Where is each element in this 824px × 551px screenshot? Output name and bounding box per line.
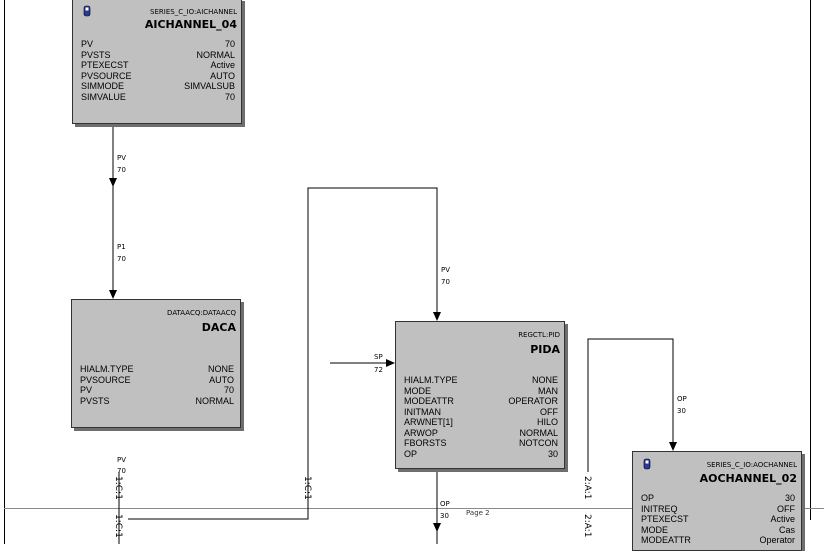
arrow-pida-sp [386,359,395,367]
wire-label-ao-op-name: OP [677,395,687,403]
arrow-pida-pv [433,312,441,321]
block-name: PIDA [530,343,560,356]
block-name: AOCHANNEL_02 [699,472,797,485]
block-type: DATAACQ:DATAACQ [167,309,236,317]
wire-label-pida-sp-value: 72 [374,366,383,374]
connector-1c1-left[interactable]: 1:C:1 [113,476,123,500]
io-channel-icon [643,458,651,470]
wire-label-pida-sp-name: SP [374,353,383,361]
wire-daca-to-pida [128,187,438,520]
arrow-pida-op [433,523,441,532]
wire-label-daca-p1-name: P1 [117,243,126,251]
connector-1c1-mid[interactable]: 1:C:1 [302,476,312,500]
block-type: SERIES_C_IO:AICHANNEL [150,8,237,16]
connector-1c1-left-lower[interactable]: 1:C:1 [113,514,123,538]
arrow-ao-op [669,442,677,451]
wire-label-pida-pv-value: 70 [441,278,450,286]
wire-label-pida-pv-name: PV [441,266,451,274]
wire-ao-op [587,338,674,472]
io-channel-icon [83,5,91,17]
arrow-ai-to-daca-end [109,290,117,299]
wire-label-pida-op-value: 30 [440,512,449,520]
wire-label-ai-pv-name: PV [117,154,127,162]
block-type: SERIES_C_IO:AOCHANNEL [706,461,797,469]
block-name: DACA [201,321,236,334]
connector-2a1-left[interactable]: 2:A:1 [582,476,592,500]
block-type: REGCTL:PID [518,331,560,339]
arrow-ai-to-daca-mid [109,178,117,187]
wire-label-daca-pv-name: PV [117,456,127,464]
wire-label-daca-pv-value: 70 [117,467,126,475]
block-name: AICHANNEL_04 [144,18,237,31]
param-row: ARWNET[1]HILO [404,417,558,427]
page-label: Page 2 [466,509,490,517]
wire-label-pida-op-name: OP [440,500,450,508]
wire-label-ao-op-value: 30 [677,407,686,415]
connector-2a1-left-lower[interactable]: 2:A:1 [582,514,592,538]
wire-label-ai-pv-value: 70 [117,166,126,174]
wire-label-daca-p1-value: 70 [117,255,126,263]
